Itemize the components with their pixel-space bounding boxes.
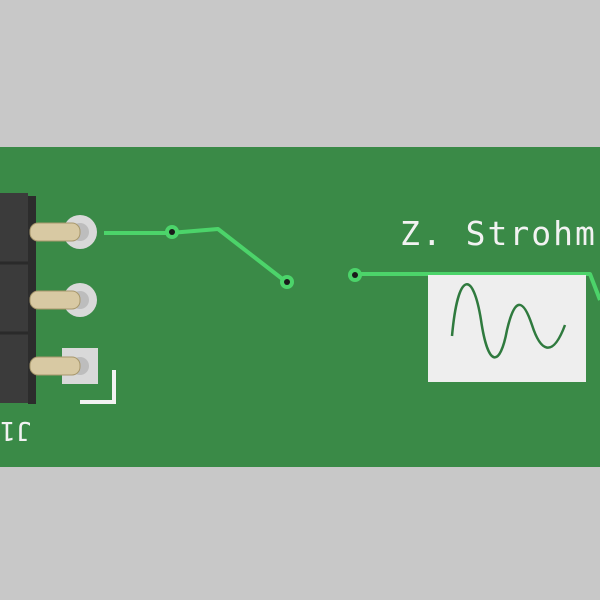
connector-reference-label: J1 (0, 415, 32, 445)
connector-housing-2 (0, 263, 28, 333)
trace-2 (355, 272, 600, 301)
silkscreen-author-label: Z. Strohm (400, 214, 597, 253)
sine-wave-logo (428, 275, 586, 382)
connector-housing-1 (0, 193, 28, 263)
pin-1 (29, 222, 81, 242)
sine-wave-curve (450, 283, 567, 359)
trace-1 (104, 227, 287, 283)
silk-corner-marker (80, 370, 116, 404)
pin-3 (29, 356, 81, 376)
vias (165, 225, 362, 289)
connector-housing-3 (0, 333, 28, 403)
connector-j1 (0, 193, 116, 404)
via-1-hole (169, 229, 175, 235)
pin-2 (29, 290, 81, 310)
via-2-hole (284, 279, 290, 285)
copper-traces (104, 227, 600, 301)
via-3-hole (352, 272, 358, 278)
